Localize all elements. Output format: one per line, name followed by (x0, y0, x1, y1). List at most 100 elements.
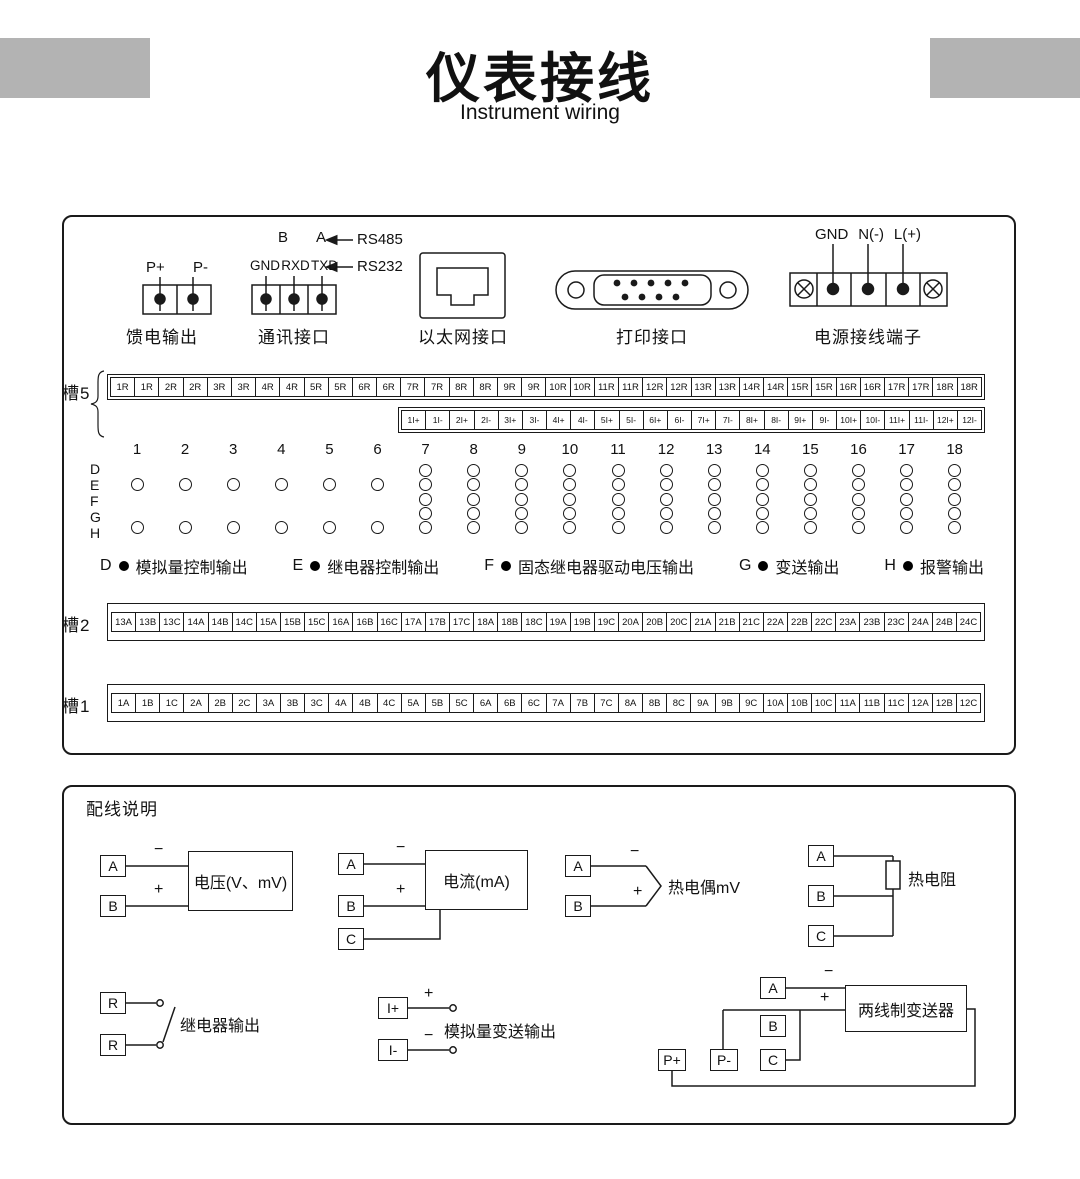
terminal-cell: 17R (884, 377, 910, 397)
terminal-cell: 7R (400, 377, 426, 397)
terminal-circle (611, 463, 625, 477)
terminal-cell: 13R (714, 377, 740, 397)
current-minus-sign: − (396, 839, 406, 856)
legend-text: 固态继电器驱动电压输出 (517, 560, 694, 577)
terminal-cell: 17C (448, 612, 475, 632)
terminal-cell: 2R (158, 377, 184, 397)
terminal-cell: 16R (859, 377, 885, 397)
terminal-cell: 14C (231, 612, 257, 632)
terminal-cell: 5C (448, 693, 475, 713)
terminal-circle (563, 520, 577, 534)
analog-out-terminal-iminus: I- (378, 1039, 408, 1061)
pin-label: GND (250, 258, 280, 273)
terminal-circle (803, 477, 817, 491)
legend-item: D 模拟量控制输出 (100, 554, 248, 578)
terminal-cell: 24B (931, 612, 957, 632)
terminal-cell: 12I+ (932, 410, 958, 430)
bullet-icon (758, 561, 769, 571)
terminal-circle (563, 463, 577, 477)
terminal-cell: 11I- (908, 410, 934, 430)
rtd-terminal-c: C (808, 925, 834, 947)
legend-item: F 固态继电器驱动电压输出 (484, 554, 694, 578)
channel-number: 1 (132, 441, 142, 458)
terminal-cell: 11R (593, 377, 619, 397)
terminal-cell: 7I+ (691, 410, 717, 430)
terminal-circle (755, 492, 769, 506)
terminal-cell: 4R (279, 377, 305, 397)
legend-item: H 报警输出 (884, 554, 984, 578)
terminal-cell: 14A (183, 612, 209, 632)
terminal-cell: 13B (135, 612, 161, 632)
legend-text: 报警输出 (919, 560, 984, 577)
terminal-circle (948, 520, 962, 534)
terminal-circle (515, 463, 529, 477)
terminal-cell: 4C (376, 693, 402, 713)
terminal-cell: 15C (304, 612, 330, 632)
terminal-cell: 12R (666, 377, 692, 397)
terminal-cell: 11A (835, 693, 861, 713)
bullet-icon (902, 561, 913, 571)
terminal-circle (755, 506, 769, 520)
terminal-circle (515, 520, 529, 534)
terminal-cell: 2C (231, 693, 257, 713)
bullet-icon (118, 561, 129, 571)
current-input-box: 电流(mA) (425, 850, 528, 910)
terminal-cell: 20B (642, 612, 668, 632)
legend-letter: G (738, 557, 752, 574)
terminal-circle (852, 477, 865, 491)
channel-number: 6 (373, 441, 382, 458)
terminal-cell: 10B (786, 693, 813, 713)
terminal-cell: 21C (738, 612, 764, 632)
thermocouple-minus-sign: − (630, 843, 640, 860)
rtd-terminal-b: B (808, 885, 834, 907)
terminal-cell: 23B (859, 612, 885, 632)
terminal-cell: 18R (932, 377, 958, 397)
terminal-circle (226, 477, 240, 491)
terminal-circle (419, 477, 433, 491)
terminal-cell: 14R (763, 377, 789, 397)
terminal-cell: 1A (111, 693, 137, 713)
terminal-cell: 14B (207, 612, 233, 632)
terminal-cell: 7A (545, 693, 571, 713)
current-plus-sign: + (396, 881, 406, 898)
pin-label: L(+) (893, 226, 921, 243)
terminal-cell: 9I- (811, 410, 838, 430)
terminal-cell: 7C (593, 693, 619, 713)
terminal-circle (948, 477, 962, 491)
terminal-cell: 8I- (763, 410, 789, 430)
terminal-cell: 19B (569, 612, 595, 632)
terminal-cell: 8I+ (739, 410, 765, 430)
terminal-cell: 10R (545, 377, 571, 397)
terminal-cell: 1R (134, 377, 160, 397)
terminal-cell: 22C (811, 612, 837, 632)
terminal-cell: 16R (835, 377, 861, 397)
terminal-cell: 18A (473, 612, 499, 632)
terminal-cell: 4I+ (546, 410, 572, 430)
terminal-cell: 6C (521, 693, 547, 713)
terminal-cell: 23C (883, 612, 909, 632)
terminal-circle (611, 506, 625, 520)
voltage-minus-sign: − (154, 841, 164, 858)
legend-item: E 继电器控制输出 (293, 554, 440, 578)
rs485-label: RS485 (357, 231, 403, 248)
legend-text: 继电器控制输出 (327, 560, 440, 577)
row-letter: H (90, 525, 101, 541)
analog-out-terminal-iplus: I+ (378, 997, 408, 1019)
terminal-cell: 10I+ (836, 410, 862, 430)
terminal-circle (467, 520, 481, 534)
terminal-cell: 13C (159, 612, 185, 632)
terminal-circle (419, 492, 433, 506)
current-terminal-a: A (338, 853, 364, 875)
terminal-circle (900, 463, 914, 477)
terminal-cell: 3B (279, 693, 306, 713)
page-subtitle: Instrument wiring (460, 101, 620, 124)
rs232-label: RS232 (357, 258, 403, 275)
terminal-cell: 14R (738, 377, 765, 397)
terminal-circle (322, 520, 336, 534)
voltage-terminal-b: B (100, 895, 126, 917)
terminal-circle (659, 520, 673, 534)
